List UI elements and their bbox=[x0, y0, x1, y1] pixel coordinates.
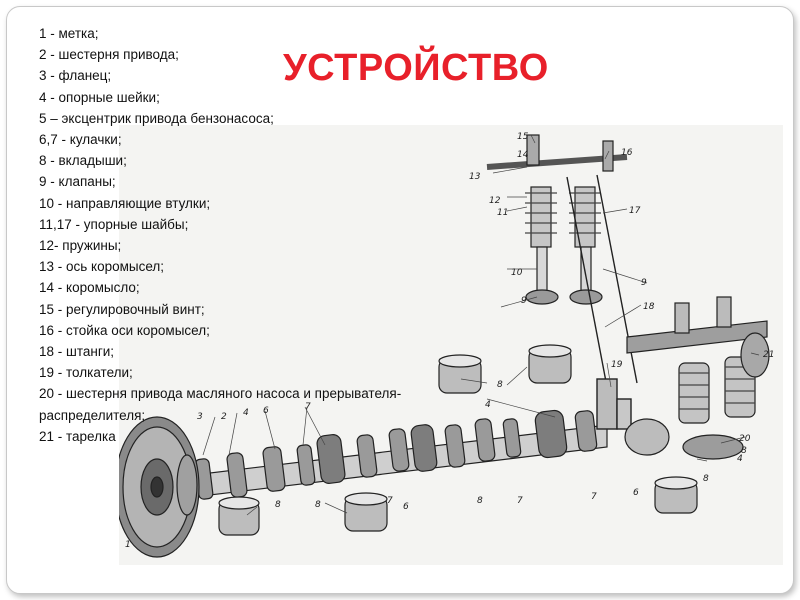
callout-7-top: 7 bbox=[305, 402, 311, 412]
bearing-shell bbox=[438, 354, 482, 394]
callout-11: 11 bbox=[497, 208, 508, 218]
callout-8-c: 8 bbox=[315, 500, 321, 510]
legend-item: 20 - шестерня привода масляного насоса и… bbox=[39, 386, 402, 423]
callout-6-right: 6 bbox=[633, 488, 639, 498]
bearing-shells bbox=[218, 344, 698, 536]
slide-title: УСТРОЙСТВО bbox=[283, 47, 549, 89]
callout-8-b: 8 bbox=[275, 500, 281, 510]
legend-item: 5 – эксцентрик привода бензонасоса; bbox=[39, 110, 274, 126]
callout-4-right: 4 bbox=[737, 454, 743, 464]
push-rods bbox=[566, 174, 638, 430]
callout-7-bottom: 7 bbox=[387, 496, 393, 506]
callout-8-d: 8 bbox=[477, 496, 483, 506]
callout-17: 17 bbox=[629, 206, 641, 216]
legend-item: 4 - опорные шейки; bbox=[39, 89, 160, 105]
legend-item: 16 - стойка оси коромысел; bbox=[39, 322, 210, 338]
callout-10: 10 bbox=[511, 268, 523, 278]
callouts: 1 2 3 4 4 4 6 6 6 7 7 7 7 8 8 8 8 8 8 9 … bbox=[125, 132, 774, 550]
callout-20: 20 bbox=[739, 434, 751, 444]
legend-item: 21 - тарелка bbox=[39, 428, 116, 444]
callout-8-a: 8 bbox=[497, 380, 503, 390]
callout-8-e: 8 bbox=[703, 474, 709, 484]
leader-lines bbox=[202, 134, 760, 516]
slide: 1 2 3 4 4 4 6 6 6 7 7 7 7 8 8 8 8 8 8 9 … bbox=[6, 6, 794, 594]
legend-item: 6,7 - кулачки; bbox=[39, 132, 122, 148]
callout-15: 15 bbox=[517, 132, 529, 142]
callout-9-left: 9 bbox=[521, 296, 527, 306]
callout-18: 18 bbox=[643, 302, 655, 312]
legend-item: 9 - клапаны; bbox=[39, 174, 116, 190]
legend-item: 2 - шестерня привода; bbox=[39, 47, 179, 63]
legend-item: 10 - направляющие втулки; bbox=[39, 195, 211, 211]
callout-8-f: 8 bbox=[741, 446, 747, 456]
camshaft-drawing: 1 2 3 4 4 4 6 6 6 7 7 7 7 8 8 8 8 8 8 9 … bbox=[119, 125, 783, 565]
callout-1: 1 bbox=[125, 540, 131, 550]
callout-4-left: 4 bbox=[243, 408, 249, 418]
parts-legend: 1 - метка; 2 - шестерня привода; 3 - фла… bbox=[39, 23, 459, 447]
legend-item: 11,17 - упорные шайбы; bbox=[39, 216, 189, 232]
legend-item: 18 - штанги; bbox=[39, 344, 115, 360]
bearing-shell bbox=[528, 344, 572, 384]
legend-item: 8 - вкладыши; bbox=[39, 153, 127, 169]
rocker-assembly-right bbox=[624, 296, 770, 460]
callout-14: 14 bbox=[517, 150, 529, 160]
callout-13: 13 bbox=[469, 172, 481, 182]
callout-21: 21 bbox=[763, 350, 774, 360]
callout-16: 16 bbox=[621, 148, 633, 158]
callout-3: 3 bbox=[197, 412, 203, 422]
legend-item: 13 - ось коромысел; bbox=[39, 259, 165, 275]
callout-4-middle: 4 bbox=[485, 400, 491, 410]
drive-gear bbox=[119, 416, 200, 558]
callout-19: 19 bbox=[611, 360, 623, 370]
legend-item: 19 - толкатели; bbox=[39, 365, 133, 381]
callout-7-far: 7 bbox=[591, 492, 597, 502]
legend-item: 3 - фланец; bbox=[39, 68, 112, 84]
callout-2: 2 bbox=[221, 412, 227, 422]
bearing-shell bbox=[654, 476, 698, 514]
bearing-shell bbox=[344, 492, 388, 532]
callout-7-right: 7 bbox=[517, 496, 523, 506]
legend-item: 15 - регулировочный винт; bbox=[39, 301, 205, 317]
callout-6-left: 6 bbox=[263, 406, 269, 416]
legend-item: 14 - коромысло; bbox=[39, 280, 140, 296]
valves bbox=[486, 134, 628, 305]
legend-item: 12- пружины; bbox=[39, 238, 122, 254]
callout-9-right: 9 bbox=[641, 278, 647, 288]
camshaft bbox=[119, 409, 608, 558]
bearing-shell bbox=[218, 496, 260, 536]
callout-12: 12 bbox=[489, 196, 501, 206]
legend-item: 1 - метка; bbox=[39, 26, 99, 41]
callout-6-middle: 6 bbox=[403, 502, 409, 512]
